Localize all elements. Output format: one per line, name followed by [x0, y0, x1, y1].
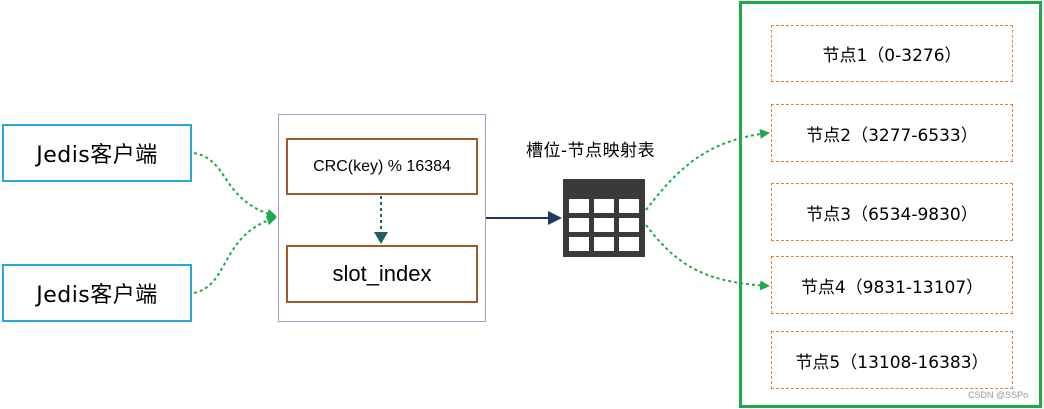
jedis-client-2-label: Jedis客户端: [36, 283, 158, 308]
crc-label: CRC(key) % 16384: [313, 157, 451, 175]
node-4: 节点4（9831-13107）: [771, 256, 1013, 314]
crc-box: CRC(key) % 16384: [286, 138, 478, 195]
jedis-client-1: Jedis客户端: [2, 124, 192, 182]
watermark: CSDN @SSPo: [968, 390, 1029, 400]
mapping-table-label: 槽位-节点映射表: [526, 141, 656, 161]
node-2-label: 节点2（3277-6533）: [806, 125, 978, 146]
node-4-label: 节点4（9831-13107）: [800, 277, 984, 298]
node-1: 节点1（0-3276）: [771, 25, 1013, 82]
node-3-label: 节点3（6534-9830）: [806, 204, 978, 225]
node-3: 节点3（6534-9830）: [771, 183, 1013, 241]
arrow-client1-to-processor: [193, 152, 277, 219]
jedis-client-1-label: Jedis客户端: [36, 143, 158, 168]
jedis-client-2: Jedis客户端: [2, 264, 192, 322]
node-1-label: 节点1（0-3276）: [822, 46, 962, 66]
node-2: 节点2（3277-6533）: [771, 104, 1013, 162]
node-5-label: 节点5（13108-16383）: [795, 352, 989, 373]
slot-index-label: slot_index: [332, 261, 432, 286]
table-icon: [563, 179, 645, 257]
slot-index-box: slot_index: [286, 245, 478, 303]
node-5: 节点5（13108-16383）: [771, 331, 1013, 389]
arrow-client2-to-processor: [193, 215, 277, 294]
arrow-processor-to-table-head: [548, 211, 562, 225]
